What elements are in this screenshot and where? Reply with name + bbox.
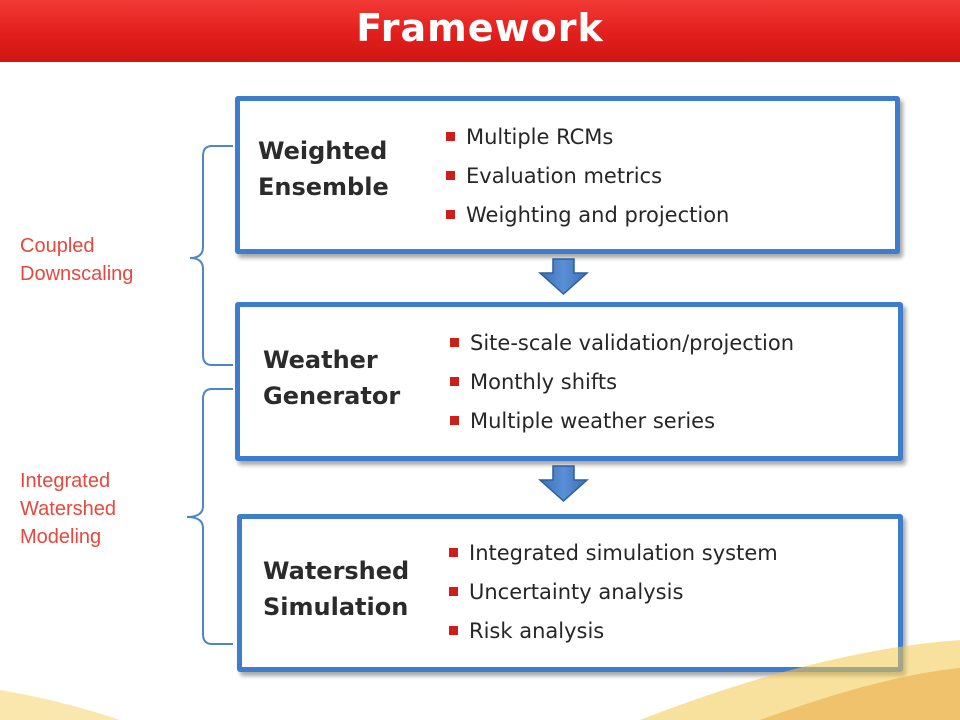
list-item: Integrated simulation system bbox=[449, 534, 778, 573]
bullet-square-icon bbox=[446, 132, 455, 141]
bullet-text: Risk analysis bbox=[469, 619, 605, 643]
box-title: Weighted Ensemble bbox=[258, 137, 389, 201]
list-item: Risk analysis bbox=[449, 612, 778, 651]
bullet-square-icon bbox=[450, 416, 459, 425]
list-item: Multiple RCMs bbox=[446, 118, 729, 157]
bullet-text: Integrated simulation system bbox=[469, 541, 778, 565]
bullet-square-icon bbox=[446, 171, 455, 180]
box-title: Watershed Simulation bbox=[263, 557, 410, 621]
list-item: Weighting and projection bbox=[446, 196, 729, 235]
bullet-text: Uncertainty analysis bbox=[469, 580, 684, 604]
bullet-text: Weighting and projection bbox=[466, 203, 730, 227]
bullet-list: Multiple RCMs Evaluation metrics Weighti… bbox=[446, 118, 729, 235]
box-watershed-simulation: Watershed Simulation Integrated simulati… bbox=[237, 514, 903, 672]
bullet-square-icon bbox=[446, 210, 455, 219]
bullet-square-icon bbox=[449, 587, 458, 596]
bullet-list: Site-scale validation/projection Monthly… bbox=[450, 324, 794, 441]
bullet-text: Evaluation metrics bbox=[466, 164, 663, 188]
box-weather-generator: Weather Generator Site-scale validation/… bbox=[235, 302, 903, 461]
box-title: Weather Generator bbox=[263, 346, 401, 410]
list-item: Monthly shifts bbox=[450, 363, 794, 402]
bullet-text: Multiple RCMs bbox=[466, 125, 614, 149]
bullet-square-icon bbox=[450, 338, 459, 347]
bullet-text: Monthly shifts bbox=[470, 370, 618, 394]
bullet-square-icon bbox=[449, 548, 458, 557]
bullet-square-icon bbox=[449, 626, 458, 635]
bullet-text: Multiple weather series bbox=[470, 409, 716, 433]
list-item: Site-scale validation/projection bbox=[450, 324, 794, 363]
list-item: Multiple weather series bbox=[450, 402, 794, 441]
bullet-square-icon bbox=[450, 377, 459, 386]
page-title: Framework bbox=[356, 6, 604, 50]
bullet-text: Site-scale validation/projection bbox=[470, 331, 795, 355]
bullet-list: Integrated simulation system Uncertainty… bbox=[449, 534, 778, 651]
box-weighted-ensemble: Weighted Ensemble Multiple RCMs Evaluati… bbox=[235, 96, 900, 254]
list-item: Evaluation metrics bbox=[446, 157, 729, 196]
title-bar: Framework bbox=[0, 0, 960, 62]
side-label-integrated-watershed-modeling: Integrated Watershed Modeling bbox=[20, 470, 116, 548]
list-item: Uncertainty analysis bbox=[449, 573, 778, 612]
side-label-coupled-downscaling: Coupled Downscaling bbox=[20, 235, 134, 285]
